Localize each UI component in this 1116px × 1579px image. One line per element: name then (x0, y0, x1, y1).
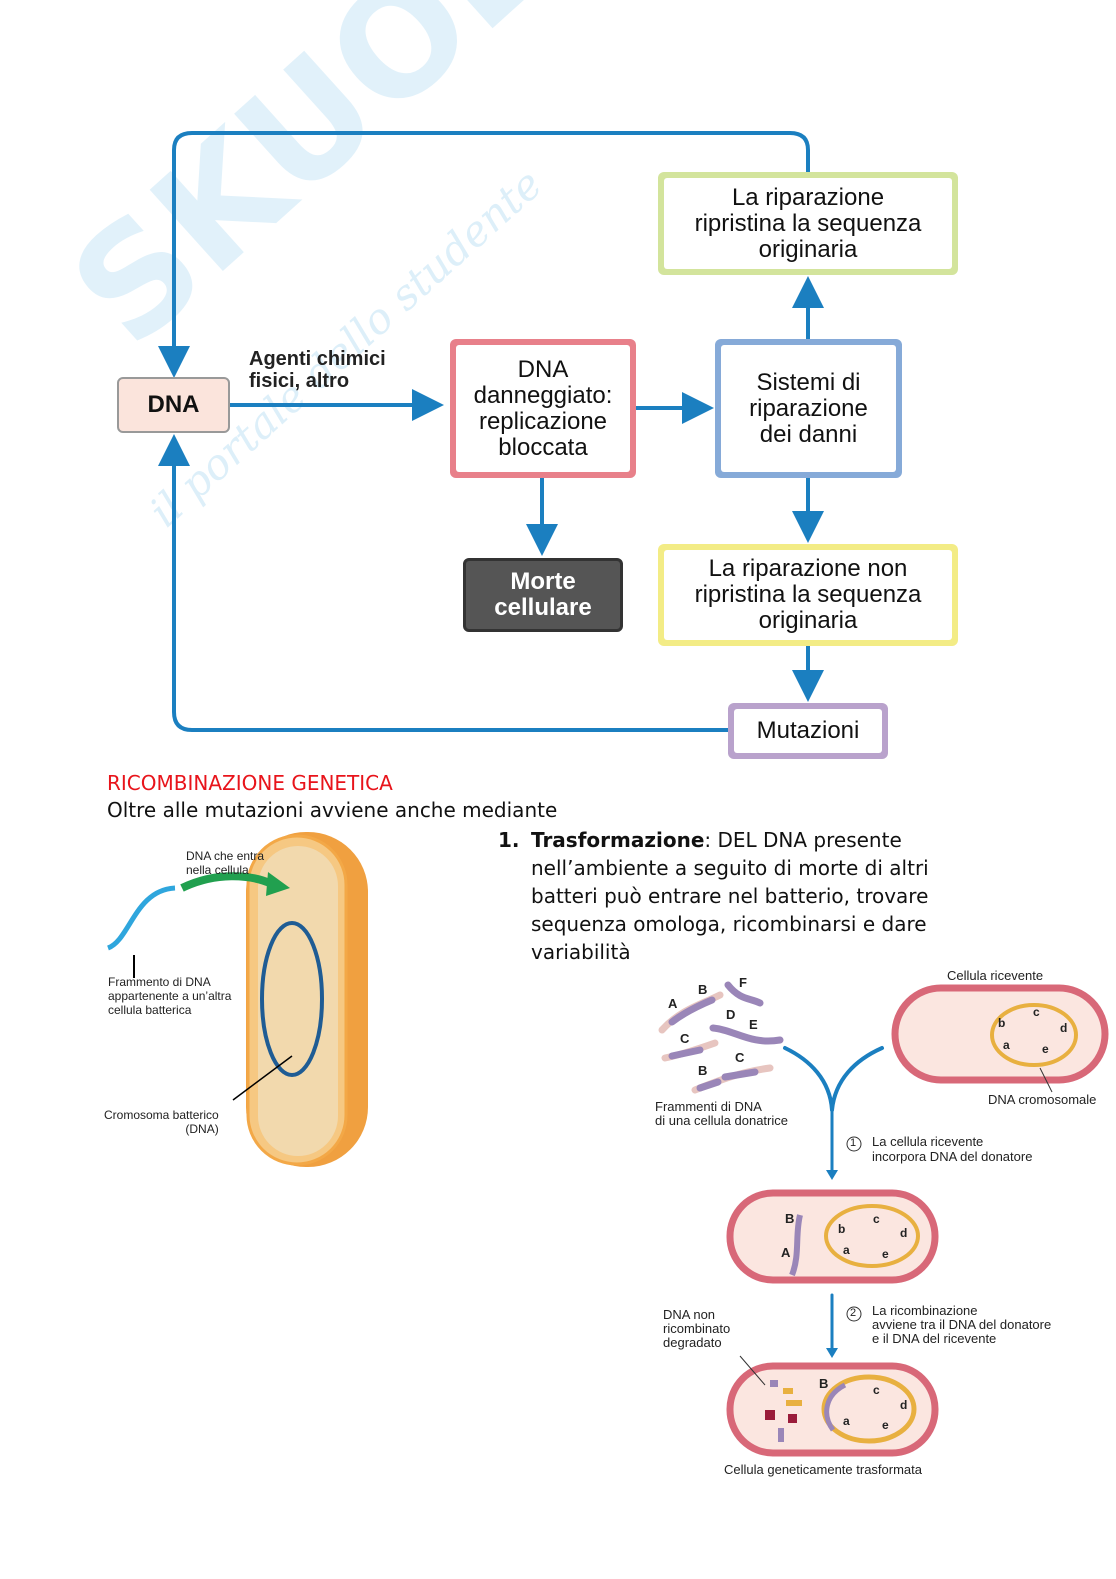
step2-label: La ricombinazione avviene tra il DNA del… (872, 1303, 1052, 1346)
dna-entering-label: DNA che entra nella cellula (186, 849, 265, 877)
letter: d (900, 1226, 908, 1240)
letter: c (873, 1383, 880, 1397)
letter: F (739, 975, 747, 990)
letter: B (698, 1063, 708, 1078)
repair-systems-label: Sistemi di riparazione dei danni (749, 368, 868, 448)
degraded-dna-label: DNA non ricombinato degradato (663, 1307, 731, 1350)
section-heading: RICOMBINAZIONE GENETICA (107, 771, 393, 795)
agents-label: Agenti chimici fisici, altro (249, 348, 386, 392)
dna-fragment-label: Frammento di DNA appartenente a un’altra… (108, 975, 232, 1017)
flowchart-arrows (158, 131, 824, 732)
damaged-dna-box: DNA danneggiato: replicazione bloccata (450, 339, 636, 478)
transformed-cell-label: Cellula geneticamente trasformata (724, 1462, 922, 1477)
letter: c (873, 1212, 880, 1226)
letter: B (785, 1211, 795, 1226)
list-item-transformation: 1. Trasformazione: DEL DNA presente nell… (498, 826, 988, 966)
letter: e (1042, 1042, 1049, 1056)
letter: e (882, 1418, 889, 1432)
letter: a (843, 1414, 850, 1428)
mutations-label: Mutazioni (756, 717, 860, 744)
letter: C (680, 1031, 690, 1046)
letter: b (998, 1016, 1006, 1030)
step1-label: La cellula ricevente incorpora DNA del d… (872, 1134, 1033, 1164)
intro-text: Oltre alle mutazioni avviene anche media… (107, 798, 558, 822)
repair-not-restores-label: La riparazione non ripristina la sequenz… (694, 555, 922, 634)
dna-box: DNA (117, 377, 230, 433)
mutations-box: Mutazioni (728, 703, 888, 759)
chromosome-label: Cromosoma batterico (DNA) (104, 1108, 219, 1136)
letter: d (900, 1398, 908, 1412)
letter: E (749, 1017, 758, 1032)
cell-death-label: Morte cellulare (494, 568, 592, 621)
damaged-dna-label: DNA danneggiato: replicazione bloccata (473, 355, 613, 461)
step1-number: 1 (850, 1137, 857, 1149)
step2-number: 2 (850, 1307, 857, 1319)
repair-systems-box: Sistemi di riparazione dei danni (715, 339, 902, 478)
letter: a (843, 1243, 850, 1257)
letter: e (882, 1247, 889, 1261)
letter: B (698, 982, 708, 997)
letter: C (735, 1050, 745, 1065)
repair-restores-box: La riparazione ripristina la sequenza or… (658, 172, 958, 275)
letter: b (838, 1222, 846, 1236)
recipient-cell-label: Cellula ricevente (947, 968, 1044, 983)
item-body: : DEL DNA presente nell’ambiente a segui… (531, 828, 929, 964)
letter: d (1060, 1021, 1068, 1035)
chromosomal-dna-label: DNA cromosomale (988, 1092, 1097, 1107)
donor-fragments-label: Frammenti di DNA di una cellula donatric… (655, 1099, 788, 1128)
cell-death-box: Morte cellulare (463, 558, 623, 632)
letter: a (1003, 1038, 1010, 1052)
item-title: Trasformazione (531, 828, 705, 852)
letter: A (668, 996, 678, 1011)
repair-not-restores-box: La riparazione non ripristina la sequenz… (658, 544, 958, 646)
letter: A (781, 1245, 791, 1260)
letter: B (819, 1376, 829, 1391)
loop-bottom-arrow (158, 434, 728, 732)
repair-restores-label: La riparazione ripristina la sequenza or… (694, 183, 922, 263)
item-number: 1. (498, 828, 520, 852)
dna-label: DNA (147, 391, 200, 418)
letter: D (726, 1007, 736, 1022)
letter: c (1033, 1005, 1040, 1019)
loop-top-arrow (158, 131, 810, 378)
